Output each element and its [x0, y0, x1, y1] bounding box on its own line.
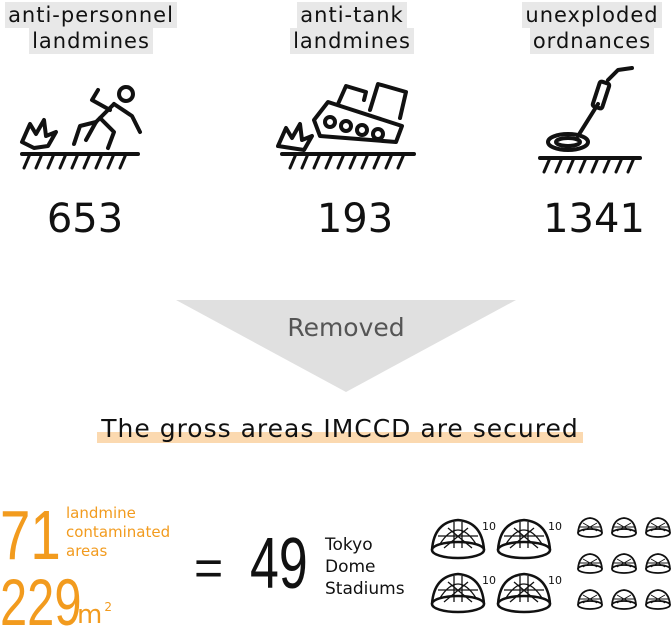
area-count: 71	[0, 496, 61, 574]
unit-sup: 2	[104, 600, 112, 614]
dome-large-3	[430, 572, 486, 614]
dome-multiplier: 10	[548, 520, 562, 533]
header-line1: unexploded	[522, 2, 662, 28]
dome-small	[577, 589, 603, 610]
secured-text: The gross areas IMCCD are secured	[97, 414, 583, 443]
dome-multiplier: 10	[482, 520, 496, 533]
removed-label: Removed	[287, 313, 405, 342]
dome-multiplier: 10	[548, 574, 562, 587]
header-unexploded: unexploded ordnances	[512, 2, 672, 54]
stadium-label-line2: Dome	[325, 557, 376, 577]
dome-small	[577, 517, 603, 538]
tank-on-mine-icon	[276, 82, 416, 170]
person-stepping-on-mine-icon	[20, 85, 142, 170]
area-count-label: landmine contaminated areas	[66, 504, 170, 561]
header-line2: ordnances	[529, 28, 655, 54]
down-arrow-icon	[176, 300, 516, 392]
count-anti-tank: 193	[316, 196, 394, 242]
dome-large-1	[430, 518, 486, 560]
area-label-line3: areas	[66, 542, 108, 560]
dome-small	[645, 517, 671, 538]
dome-small	[611, 589, 637, 610]
unit-m: m	[77, 600, 103, 630]
stadium-label-line3: Stadiums	[325, 579, 405, 599]
dome-large-2	[496, 518, 552, 560]
area-size-value: 229	[0, 565, 82, 639]
header-line2: landmines	[290, 28, 414, 54]
equals-sign: =	[194, 540, 224, 596]
count-anti-personnel: 653	[46, 196, 124, 242]
count-unexploded: 1341	[543, 196, 645, 242]
dome-multiplier: 10	[482, 574, 496, 587]
dome-large-4	[496, 572, 552, 614]
dome-small	[611, 553, 637, 574]
secured-statement: The gross areas IMCCD are secured	[80, 414, 600, 443]
header-anti-tank: anti-tank landmines	[272, 2, 432, 54]
dome-small	[611, 517, 637, 538]
header-line1: anti-tank	[297, 2, 407, 28]
stadium-count: 49	[250, 524, 308, 604]
area-label-line2: contaminated	[66, 523, 171, 541]
header-anti-personnel: anti-personnel landmines	[0, 2, 182, 54]
dome-small	[577, 553, 603, 574]
dome-small	[645, 589, 671, 610]
stadium-label: Tokyo Dome Stadiums	[325, 534, 405, 600]
header-line2: landmines	[29, 28, 153, 54]
area-label-line1: landmine	[66, 504, 136, 522]
dome-small	[645, 553, 671, 574]
metal-detector-icon	[538, 66, 642, 174]
header-line1: anti-personnel	[5, 2, 177, 28]
stadium-label-line1: Tokyo	[325, 535, 373, 555]
